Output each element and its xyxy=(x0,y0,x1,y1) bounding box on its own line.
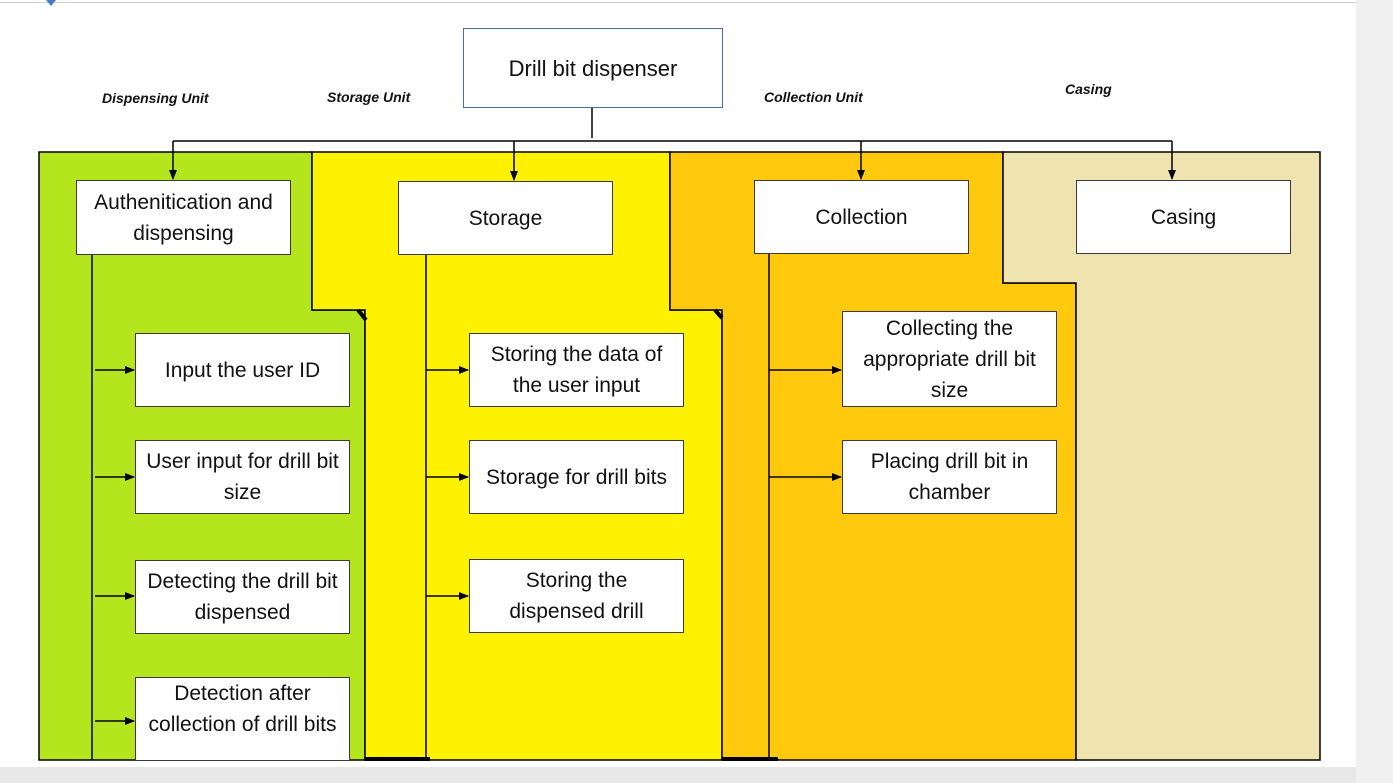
unit-label-casing: Casing xyxy=(1065,81,1112,97)
unit-label-collection: Collection Unit xyxy=(764,89,863,105)
dispensing-item: Detecting the drill bit dispensed xyxy=(135,560,350,634)
unit-label-dispensing: Dispensing Unit xyxy=(102,90,209,106)
casing-region xyxy=(1002,151,1321,761)
horizontal-scrollbar[interactable] xyxy=(0,767,1356,783)
header-box-storage: Storage xyxy=(398,181,613,255)
caret-down-icon xyxy=(46,0,56,6)
header-box-collection: Collection xyxy=(754,180,969,254)
header-box-dispensing: Authenitication and dispensing xyxy=(76,180,291,255)
storage-item: Storage for drill bits xyxy=(469,440,684,514)
collection-item: Placing drill bit in chamber xyxy=(842,440,1057,514)
dispensing-item: User input for drill bit size xyxy=(135,440,350,514)
collection-item: Collecting the appropriate drill bit siz… xyxy=(842,311,1057,407)
storage-item: Storing the data of the user input xyxy=(469,333,684,407)
dispensing-item: Detection after collection of drill bits xyxy=(135,677,350,761)
header-box-casing: Casing xyxy=(1076,180,1291,254)
region-joint xyxy=(713,308,724,320)
title-box: Drill bit dispenser xyxy=(463,28,723,108)
region-joint xyxy=(356,308,368,322)
ruler-line xyxy=(0,2,1356,3)
unit-label-storage: Storage Unit xyxy=(327,89,411,105)
vertical-scrollbar[interactable] xyxy=(1356,0,1393,783)
dispensing-item: Input the user ID xyxy=(135,333,350,407)
storage-item: Storing the dispensed drill xyxy=(469,559,684,633)
